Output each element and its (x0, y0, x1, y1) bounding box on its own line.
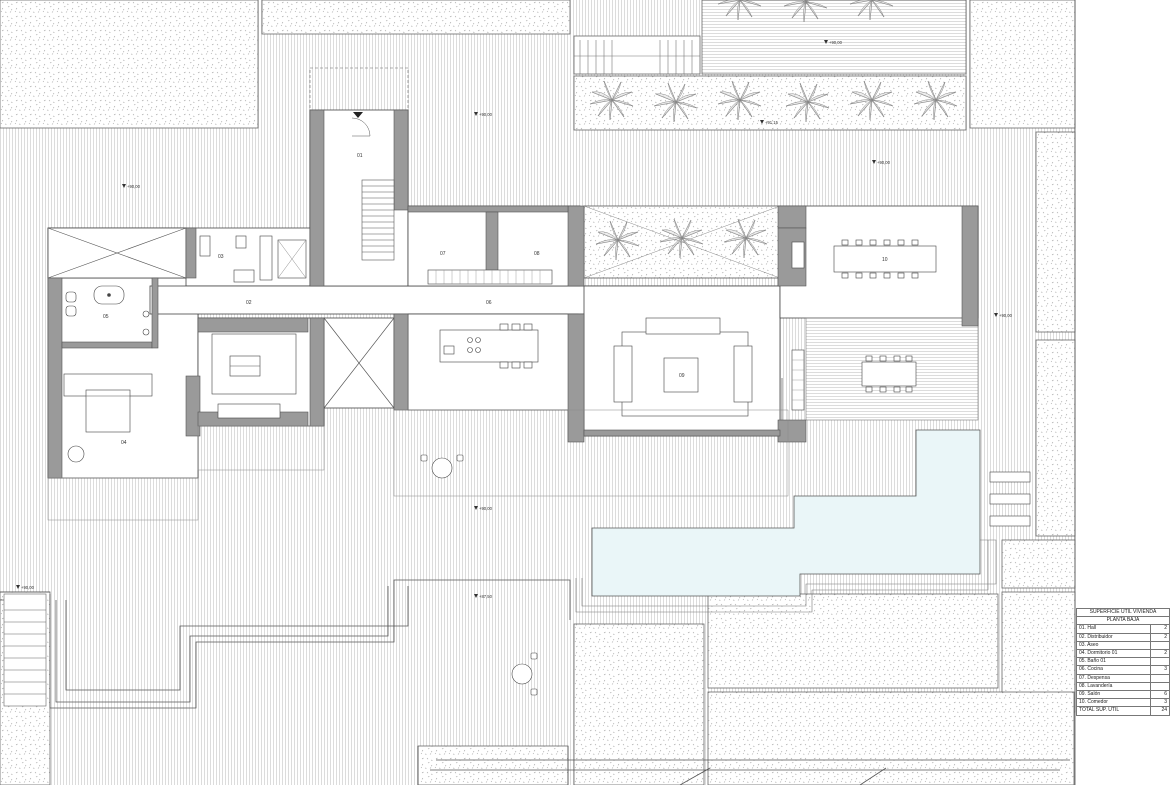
table-row: 08. Lavandería (1076, 681, 1170, 692)
area-schedule-table: SUPERFICIE ÚTIL VIVIENDA PLANTA BAJA 01.… (1076, 607, 1170, 716)
bathroom-fixtures (65, 235, 307, 336)
room-label-10: 10 (882, 257, 888, 263)
level-southwest: +90,00 (21, 585, 35, 590)
level-north-terrace: +90,00 (479, 112, 493, 117)
room-label-01: 01 (357, 153, 363, 159)
level-north-palms: +91,15 (765, 120, 779, 125)
room-label-06: 06 (486, 300, 492, 306)
living-furniture (613, 317, 783, 420)
north-palm-garden (573, 0, 967, 131)
room-label-05: 05 (103, 314, 109, 320)
bedroom-furniture (63, 333, 297, 463)
table-row: 05. Baño 01 (1076, 657, 1170, 667)
room-label-08: 08 (534, 251, 540, 257)
level-markers: +90,00 +91,15 +90,00 +90,00 +90,00 +90,0… (16, 40, 1013, 599)
south-terrace (393, 409, 789, 497)
level-east-terrace: +90,00 (877, 160, 891, 165)
level-top-right: +90,00 (829, 40, 843, 45)
room-label-04: 04 (121, 440, 127, 446)
room-label-09: 09 (679, 373, 685, 379)
outdoor-chairs (420, 454, 538, 696)
room-label-02: 02 (246, 300, 252, 306)
area-table-title: SUPERFICIE ÚTIL VIVIENDA (1076, 607, 1170, 618)
table-row: 07. Despensa (1076, 673, 1170, 683)
inner-patio (583, 205, 781, 279)
pool (575, 429, 1031, 613)
stepped-garden-walls (0, 579, 1070, 785)
area-table-subtitle: PLANTA BAJA (1076, 616, 1170, 626)
room-labels: 01 02 03 04 05 06 07 08 09 10 (103, 153, 888, 446)
room-label-07: 07 (440, 251, 446, 257)
walls (47, 109, 979, 479)
room-label-03: 03 (218, 254, 224, 260)
dining-furniture (791, 239, 937, 411)
southwest-stair (3, 593, 47, 707)
level-west-terrace: +90,00 (127, 184, 141, 189)
entry-arrow (353, 112, 363, 118)
level-south-terrace: +90,00 (479, 506, 493, 511)
level-east-side: +90,00 (999, 313, 1013, 318)
kitchen-furniture (427, 269, 553, 369)
hall-stair (361, 179, 395, 261)
level-lower-terrace: +87,50 (479, 594, 493, 599)
table-row: 03. Aseo (1076, 640, 1170, 651)
